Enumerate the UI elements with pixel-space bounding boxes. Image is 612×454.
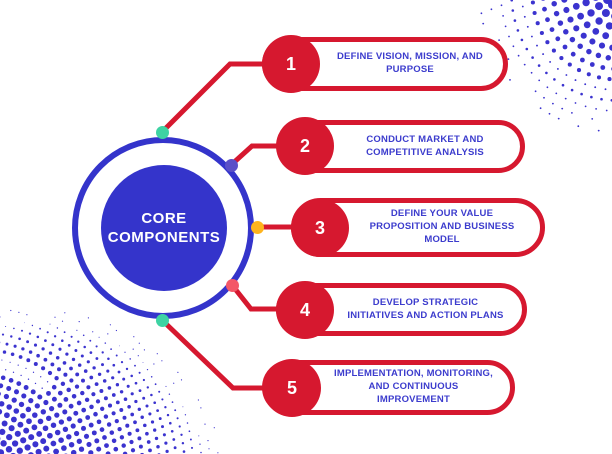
step-label-2: CONDUCT MARKET AND COMPETITIVE ANALYSIS xyxy=(366,133,484,158)
step-number-badge-2: 2 xyxy=(276,117,334,175)
step-number-badge-5: 5 xyxy=(263,359,321,417)
step-number-2: 2 xyxy=(299,135,310,156)
core-circle: CORE COMPONENTS xyxy=(101,165,227,291)
core-title: CORE COMPONENTS xyxy=(108,209,221,248)
step-number-3: 3 xyxy=(314,217,325,238)
step-number-badge-4: 4 xyxy=(276,281,334,339)
connector-node-5 xyxy=(156,314,169,327)
step-label-4: DEVELOP STRATEGIC INITIATIVES AND ACTION… xyxy=(347,296,504,321)
connector-node-2 xyxy=(225,159,238,172)
step-number-5: 5 xyxy=(286,377,297,398)
step-label-3: DEFINE YOUR VALUE PROPOSITION AND BUSINE… xyxy=(369,208,515,245)
step-number-badge-3: 3 xyxy=(291,199,349,257)
step-number-4: 4 xyxy=(299,299,310,320)
connector-node-1 xyxy=(156,126,169,139)
step-label-5: IMPLEMENTATION, MONITORING, AND CONTINUO… xyxy=(334,368,493,405)
connector-node-3 xyxy=(251,221,264,234)
step-label-1: DEFINE VISION, MISSION, AND PURPOSE xyxy=(337,51,483,75)
connector-node-4 xyxy=(226,279,239,292)
core-title-line1: CORE xyxy=(141,209,187,227)
core-title-line2: COMPONENTS xyxy=(107,229,221,246)
step-number-1: 1 xyxy=(285,53,296,74)
step-number-badge-1: 1 xyxy=(262,35,320,93)
